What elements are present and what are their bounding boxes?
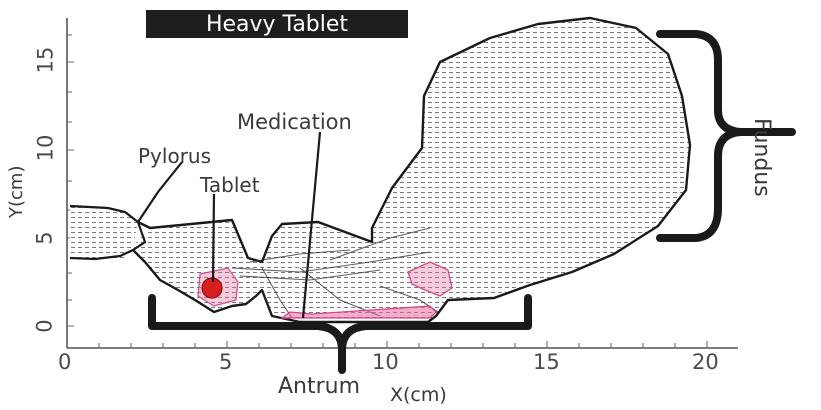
y-tick-label: 5 xyxy=(33,231,57,244)
stomach-outline xyxy=(60,10,760,340)
y-tick-label: 15 xyxy=(33,47,57,74)
figure-title: Heavy Tablet xyxy=(146,10,408,38)
y-axis-label: Y(cm) xyxy=(6,166,27,218)
medication-label: Medication xyxy=(237,110,352,134)
y-tick-label: 10 xyxy=(33,135,57,162)
y-tick-label: 0 xyxy=(33,319,57,332)
pylorus-pointer xyxy=(138,162,182,222)
tablet-pointer xyxy=(213,194,214,282)
x-tick-label: 15 xyxy=(533,350,560,374)
x-tick-label: 5 xyxy=(219,350,232,374)
x-tick-label: 0 xyxy=(58,350,71,374)
pylorus-label: Pylorus xyxy=(138,144,211,168)
x-minor-ticks xyxy=(99,341,707,348)
fundus-label: Fundus xyxy=(749,118,774,197)
y-minor-ticks xyxy=(67,35,74,326)
antrum-label: Antrum xyxy=(278,374,360,399)
x-tick-label: 20 xyxy=(692,350,719,374)
x-axis-label: X(cm) xyxy=(390,384,447,406)
x-tick-label: 10 xyxy=(372,350,399,374)
tablet-label: Tablet xyxy=(200,173,260,197)
